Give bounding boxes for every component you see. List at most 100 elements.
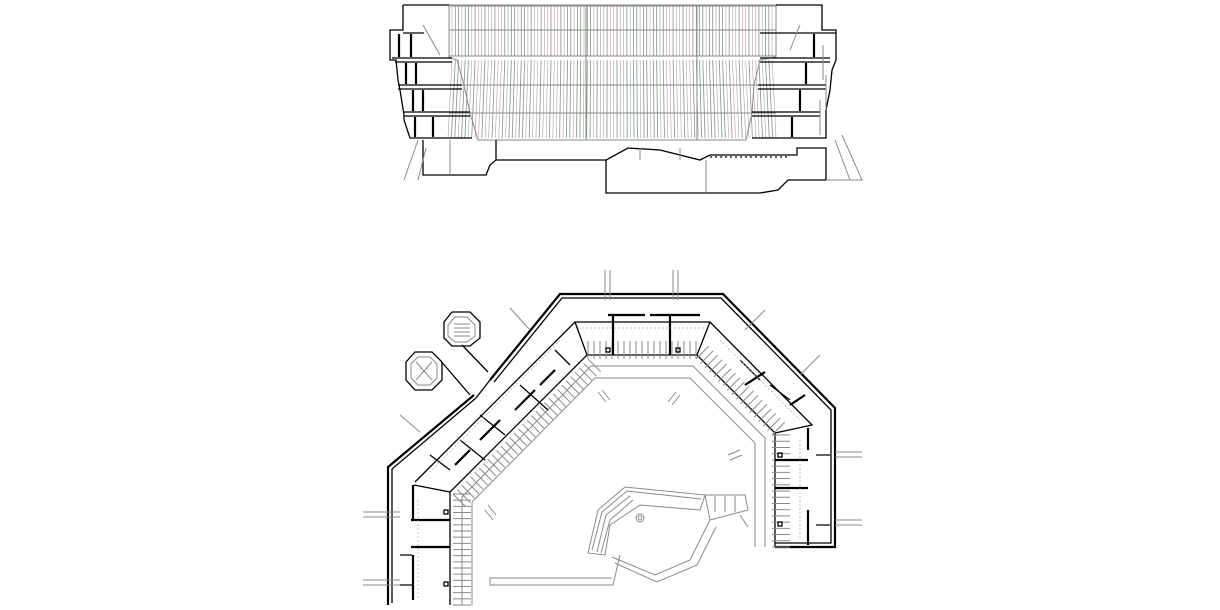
seat-row-line [511,59,516,139]
stair-tower-north [443,311,481,347]
baseball-diamond [489,486,749,586]
seat-row-tick [709,359,723,373]
seat-row-tick [517,428,532,442]
seat-row-tick [758,408,772,422]
seat-row-line [718,59,723,139]
seat-row-line [467,59,473,139]
seat-row-line [636,59,638,139]
seat-row-line [505,59,509,139]
seat-row-line [565,59,568,139]
seat-row-line [535,59,539,139]
plan-room-dashes [417,327,801,600]
seat-row-tick [539,406,554,420]
seat-row-tick [731,381,745,396]
seat-row-tick [535,410,549,425]
seat-row-line [735,59,740,139]
seat-row-line [771,59,777,139]
seat-row-line [589,59,591,139]
seat-row-tick [767,417,781,431]
section-right-columns [790,34,816,137]
plan-seating-inner-edge [461,365,766,605]
seat-row-tick [762,412,777,427]
seat-row-line [712,59,716,139]
seat-row-tick [513,432,528,447]
seat-row-tick [522,423,536,438]
seat-row-line [488,59,492,139]
seat-row-tick [578,367,593,381]
seat-row-tick [491,454,506,468]
seat-row-line [572,59,575,139]
seat-row-line [689,59,692,139]
seat-row-tick [504,441,519,455]
seat-row-tick [749,399,763,414]
seat-row-line [765,59,770,139]
seat-row-tick [744,395,759,409]
seat-row-tick [717,368,732,382]
seat-row-line [450,59,456,139]
seat-row-line [639,59,642,139]
seat-row-line [555,59,558,139]
seat-row-line [662,59,665,139]
seat-row-line [686,59,689,139]
seat-row-line [646,59,648,139]
seat-row-line [515,59,519,139]
seat-row-line [447,59,453,139]
plan-fixtures [443,347,783,587]
seat-row-line [562,59,565,139]
seat-row-line [742,59,746,139]
seat-row-line [474,59,479,139]
plan-bridge [439,344,491,399]
seat-row-tick [574,371,589,386]
seat-row-line [491,59,496,139]
seat-row-tick [465,480,480,495]
section-base [422,140,827,194]
seat-row-line [758,59,763,139]
seat-row-tick [722,372,736,387]
seat-row-tick [548,397,562,412]
seat-row-tick [500,445,514,460]
seat-row-line [728,59,733,139]
seat-row-tick [704,354,719,369]
seat-row-line [528,59,532,139]
seat-row-line [552,59,555,139]
seat-row-line [715,59,719,139]
seat-row-line [732,59,736,139]
seat-row-line [755,59,760,139]
seat-row-tick [452,493,467,508]
seat-row-line [522,59,525,139]
section-seating-outline [448,4,777,141]
section-base-lines [403,134,863,193]
plan-aisle-stairs [484,389,749,528]
seat-row-line [669,59,672,139]
seat-row-line [545,59,548,139]
seat-row-line [633,59,635,139]
seat-row-line [525,59,529,139]
seat-row-line [532,59,535,139]
seat-row-tick [557,389,571,403]
seat-row-line [738,59,743,139]
seat-row-line [579,59,582,139]
seat-row-line [559,59,562,139]
stair-tower-west [405,351,443,391]
section-left-stair [422,24,441,56]
seat-row-line [569,59,572,139]
seat-row-line [454,59,459,139]
plan-inner-rooms-edge [413,321,814,493]
plan-outer-wall-inner [391,297,832,603]
seat-row-line [457,59,463,139]
seat-row-line [586,59,588,139]
seat-row-line [752,59,757,139]
seat-row-line [484,59,489,139]
seat-row-line [656,59,659,139]
seat-row-line [495,59,499,139]
seat-row-tick [583,363,597,377]
seat-row-tick [457,489,471,503]
seat-row-line [666,59,669,139]
seat-row-tick [526,419,541,434]
seat-row-line [652,59,655,139]
seat-row-tick [496,450,510,464]
seat-row-line [518,59,522,139]
seat-row-line [679,59,682,139]
seat-row-line [471,59,476,139]
seat-row-tick [570,376,584,390]
